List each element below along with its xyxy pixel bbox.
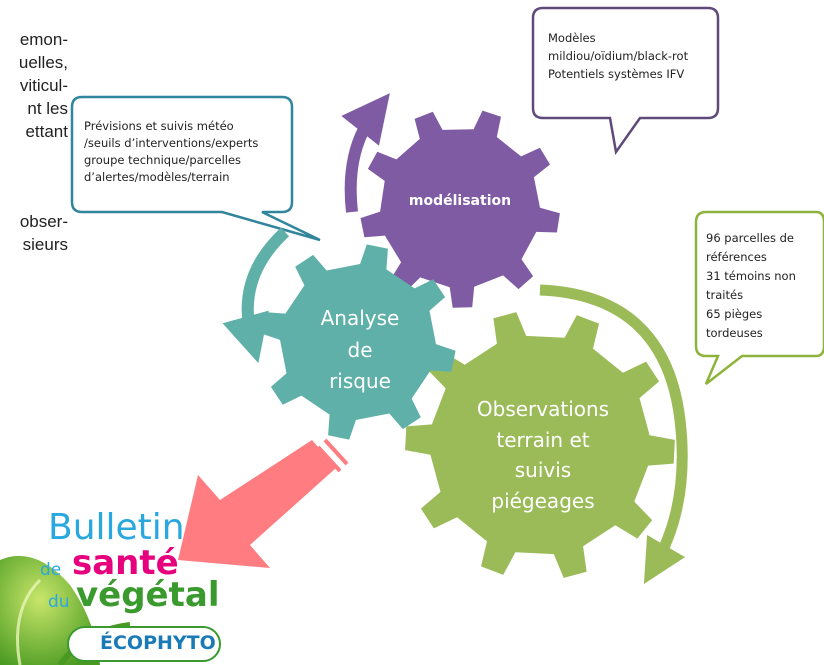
gear-shape: [405, 312, 675, 578]
observations-gear: [405, 312, 675, 578]
callout-line: mildiou/oïdium/black-rot: [548, 49, 689, 63]
callout-line: 96 parcelles de: [706, 231, 794, 245]
callout-line: groupe technique/parcelles: [84, 153, 242, 167]
paragraph-line: uelles,: [18, 53, 68, 72]
callout-line: 31 témoins non: [706, 269, 796, 283]
callout-line: références: [706, 250, 767, 264]
gear-shape: [360, 110, 560, 308]
modelisation-label: modélisation: [408, 193, 512, 209]
logo-sante: santé: [72, 543, 179, 583]
logo-du: du: [48, 592, 70, 612]
callout-line: /seuils d’interventions/experts: [84, 136, 259, 150]
paragraph-line: nt les: [27, 99, 68, 118]
observations-label-line: suivis: [514, 458, 572, 482]
gear-shape: [260, 244, 456, 440]
callout-line: d’alertes/modèles/terrain: [84, 170, 230, 184]
paragraph-line: viticul-: [19, 76, 68, 95]
ecophyto-leaf-logo: [0, 555, 221, 665]
callout-meteo-bubble: [70, 95, 321, 242]
paragraph-line: ettant: [25, 122, 68, 141]
callout-modeles-bubble: [531, 6, 720, 156]
paragraph-line: sieurs: [22, 235, 68, 254]
callout-line: traités: [706, 288, 744, 302]
callout-line: Potentiels systèmes IFV: [548, 67, 685, 81]
analyse-label-line: risque: [329, 369, 391, 393]
callout-line: 65 pièges: [706, 307, 763, 321]
observations-label-line: piégeages: [491, 489, 595, 513]
callout-line: Modèles: [548, 31, 596, 45]
green-cycle-arrow: [539, 284, 688, 585]
teal-cycle-arrow: [222, 227, 290, 364]
observations-label-line: Observations: [476, 397, 610, 421]
callout-line: tordeuses: [706, 326, 763, 340]
observations-label-line: terrain et: [496, 428, 590, 452]
paragraph-line: obser-: [19, 212, 68, 231]
pink-arrow-to-bulletin: [178, 438, 349, 568]
analyse-label-line: de: [347, 338, 373, 362]
logo-de: de: [40, 560, 62, 580]
logo-ecophyto: ÉCOPHYTO: [100, 632, 216, 654]
modelisation-gear: [360, 110, 560, 308]
callout-line: Prévisions et suivis météo: [84, 119, 234, 133]
paragraph-line: emon-: [19, 30, 68, 49]
logo-vegetal: végétal: [76, 575, 220, 615]
callout-parcelles-bubble: [694, 210, 824, 385]
analyse-gear: [260, 244, 456, 440]
purple-cycle-arrow: [341, 93, 390, 213]
analyse-label-line: Analyse: [320, 306, 400, 330]
logo-bulletin: Bulletin: [48, 507, 185, 548]
